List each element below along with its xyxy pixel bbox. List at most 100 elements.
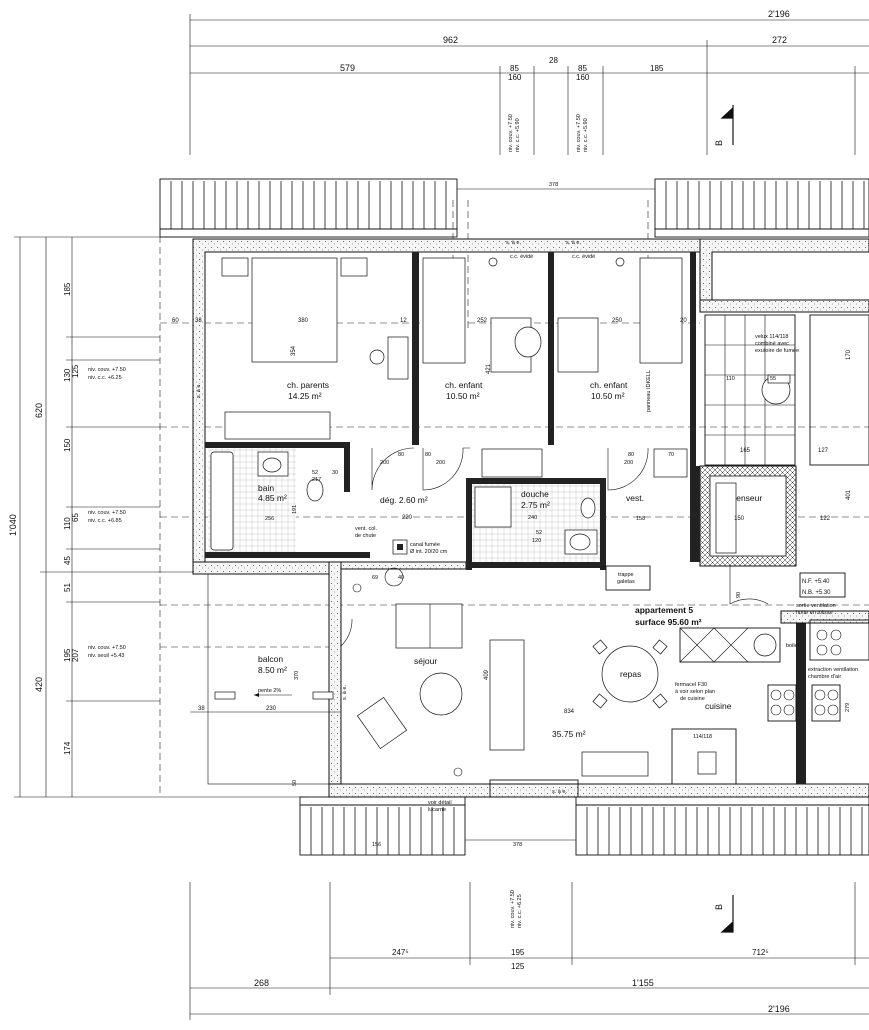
level-top-4: niv. c.c. +5.90: [583, 118, 589, 152]
dim-38: 38: [195, 318, 202, 324]
dim-247: 247⁵: [392, 948, 409, 957]
dim-620: 620: [34, 403, 44, 418]
room-douche-area: 2.75 m²: [521, 500, 550, 510]
dim-354: 354: [291, 345, 297, 356]
room-douche-name: douche: [521, 489, 549, 499]
stair: velux 114/118 combiné avec exutoire de f…: [704, 314, 869, 500]
velux-note-2: combiné avec: [755, 341, 789, 347]
sae-top-1: s. à e.: [506, 240, 521, 246]
trappe-note-2: galetas: [617, 579, 635, 585]
room-enfant1-name: ch. enfant: [445, 380, 483, 390]
dim-38b: 38: [198, 706, 205, 712]
cc-evide-2: c.c. évidé: [572, 254, 595, 260]
roof-bottom: s. à e. voir détail lucarne 156 378: [299, 779, 869, 856]
room-sejour: séjour: [414, 656, 437, 666]
room-enfant2-name: ch. enfant: [590, 380, 628, 390]
dim-195-bottom: 195: [511, 948, 525, 957]
panneau-note: panneau IDKELL: [646, 370, 652, 412]
nf-level: N.F. +5.40: [802, 579, 830, 585]
trappe-note-1: trappe: [618, 572, 634, 578]
pente-note: pente 2%: [258, 688, 281, 694]
dim-55: 55: [770, 376, 776, 382]
room-bain-name: bain: [258, 483, 274, 493]
appt-surface: surface 95.60 m²: [635, 617, 702, 627]
canal-note-2: Ø int. 20/20 cm: [410, 549, 448, 555]
room-enfant1-area: 10.50 m²: [446, 391, 480, 401]
kitchen: boiler fermacel F30 à voir selon plan de…: [671, 619, 869, 785]
dim-total-bottom: 2'196: [768, 1004, 790, 1014]
sortie-note-1: sortie ventilation: [796, 603, 836, 609]
dim-834: 834: [564, 709, 575, 715]
dim-579: 579: [340, 63, 355, 73]
dim-110: 110: [63, 517, 72, 530]
dim-40: 40: [398, 575, 404, 581]
dim-65: 65: [71, 513, 80, 522]
dim-217: 217: [312, 477, 321, 483]
dim-150: 150: [63, 438, 72, 452]
sae-parents: s. à e.: [196, 383, 202, 398]
room-deg: dég. 2.60 m²: [380, 495, 428, 505]
dim-150b: 150: [734, 516, 745, 522]
room-enfant2-area: 10.50 m²: [591, 391, 625, 401]
room-cuisine: cuisine: [705, 701, 732, 711]
sae-bottom: s. à e.: [552, 789, 567, 795]
left-dimensions: 1'040 620 420 185 130 125 150 110 65 45 …: [8, 236, 310, 798]
top-dimensions: 2'196 962 272 579 85 160 28 85 160 185 n…: [189, 9, 869, 155]
level-bottom-1: niv. couv. +7.50: [510, 890, 516, 928]
room-balcon-area: 8.50 m²: [258, 665, 287, 675]
bedroom-child-2: ch. enfant 10.50 m² 250 20 c.c. évidé s.…: [557, 240, 688, 478]
dim-378-top: 378: [549, 182, 558, 188]
sortie-note-2: hotte en toiture: [796, 610, 833, 616]
fermacel-note-1: fermacel F30: [675, 682, 707, 688]
dim-80c: 80: [628, 452, 634, 458]
cc-evide-1: c.c. évidé: [510, 254, 533, 260]
shower-room: douche 2.75 m² 240 120 52 158: [472, 484, 645, 562]
vent-note-1: vent. col.: [355, 526, 377, 532]
roof-top-left: 378: [159, 178, 655, 238]
velux-note-1: velux 114/118: [755, 334, 788, 340]
dim-272: 272: [772, 35, 787, 45]
dim-191: 191: [292, 505, 298, 514]
dim-127: 127: [818, 448, 829, 454]
dim-total-top: 2'196: [768, 9, 790, 19]
room-balcon-name: balcon: [258, 654, 283, 664]
bedroom-child-1: ch. enfant 10.50 m² 252 421 c.c. évidé s…: [422, 240, 543, 478]
dim-160a: 160: [508, 73, 522, 82]
section-marker-top: [720, 105, 734, 145]
dim-268: 268: [254, 978, 269, 988]
extraction-note-2: chambre d'air: [808, 674, 841, 680]
dining: repas appartement 5 surface 95.60 m²: [592, 605, 702, 709]
fermacel-note-3: de cuisine: [680, 696, 705, 702]
dim-20: 20: [680, 318, 687, 324]
dim-85a: 85: [510, 64, 519, 73]
sae-top-2: s. à e.: [566, 240, 581, 246]
dim-52: 52: [312, 470, 318, 476]
bedroom-parents: ch. parents 14.25 m² 380 354 60 38 12 s.…: [172, 257, 409, 440]
dim-85b: 85: [578, 64, 587, 73]
extraction-note-1: extraction ventilation: [808, 667, 858, 673]
sae-balcon: s. à e.: [342, 685, 348, 700]
dim-174: 174: [63, 741, 72, 755]
dim-45: 45: [63, 556, 72, 565]
window-114: 114/118: [693, 734, 712, 740]
dim-240: 240: [528, 515, 537, 521]
room-parents-name: ch. parents: [287, 380, 329, 390]
dim-252: 252: [477, 318, 488, 324]
doors: 80 200 80 200 80 200 70: [340, 447, 769, 647]
dim-90: 90: [736, 592, 742, 598]
corridor: dég. 2.60 m² 220 vent. col. de chute can…: [355, 495, 448, 587]
boiler-label: boiler: [786, 643, 800, 649]
dim-130: 130: [63, 368, 72, 382]
dim-230: 230: [266, 706, 277, 712]
level-bottom-2: niv. c.c. +6.25: [517, 894, 523, 928]
dim-220: 220: [402, 515, 413, 521]
dim-30: 30: [332, 470, 338, 476]
room-bain-area: 4.85 m²: [258, 493, 287, 503]
dim-256: 256: [265, 516, 274, 522]
section-marker-bottom: [720, 895, 734, 933]
dim-378-bottom: 378: [513, 842, 522, 848]
dim-1155: 1'155: [632, 978, 654, 988]
dim-165: 165: [740, 448, 751, 454]
dim-125-bottom: 125: [511, 962, 525, 971]
dim-125: 125: [71, 364, 80, 378]
